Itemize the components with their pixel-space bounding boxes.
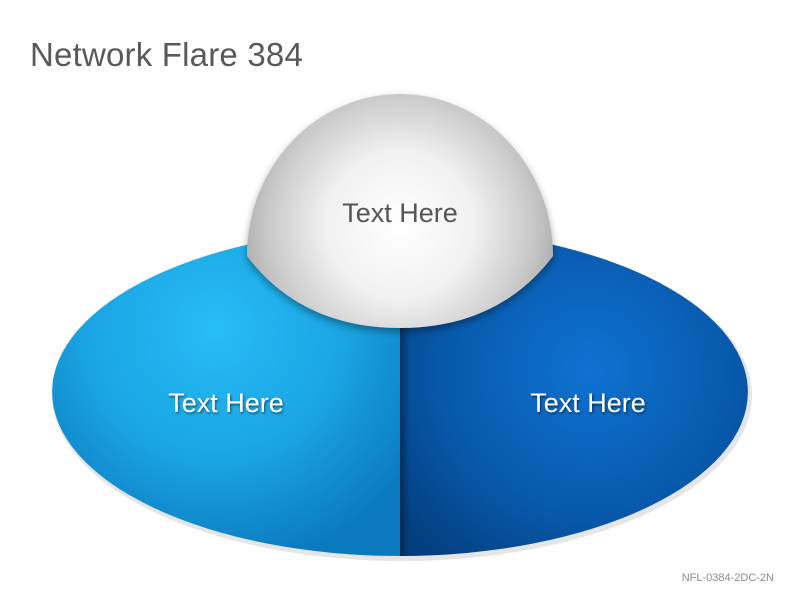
left-segment-label: Text Here [168, 388, 284, 418]
segment-divider [400, 325, 410, 556]
slide-title: Network Flare 384 [30, 36, 304, 73]
top-dome-label: Text Here [342, 198, 458, 228]
top-dome[interactable] [247, 94, 553, 328]
slide-code: NFL-0384-2DC-2N [681, 572, 774, 584]
right-segment-label: Text Here [530, 388, 646, 418]
